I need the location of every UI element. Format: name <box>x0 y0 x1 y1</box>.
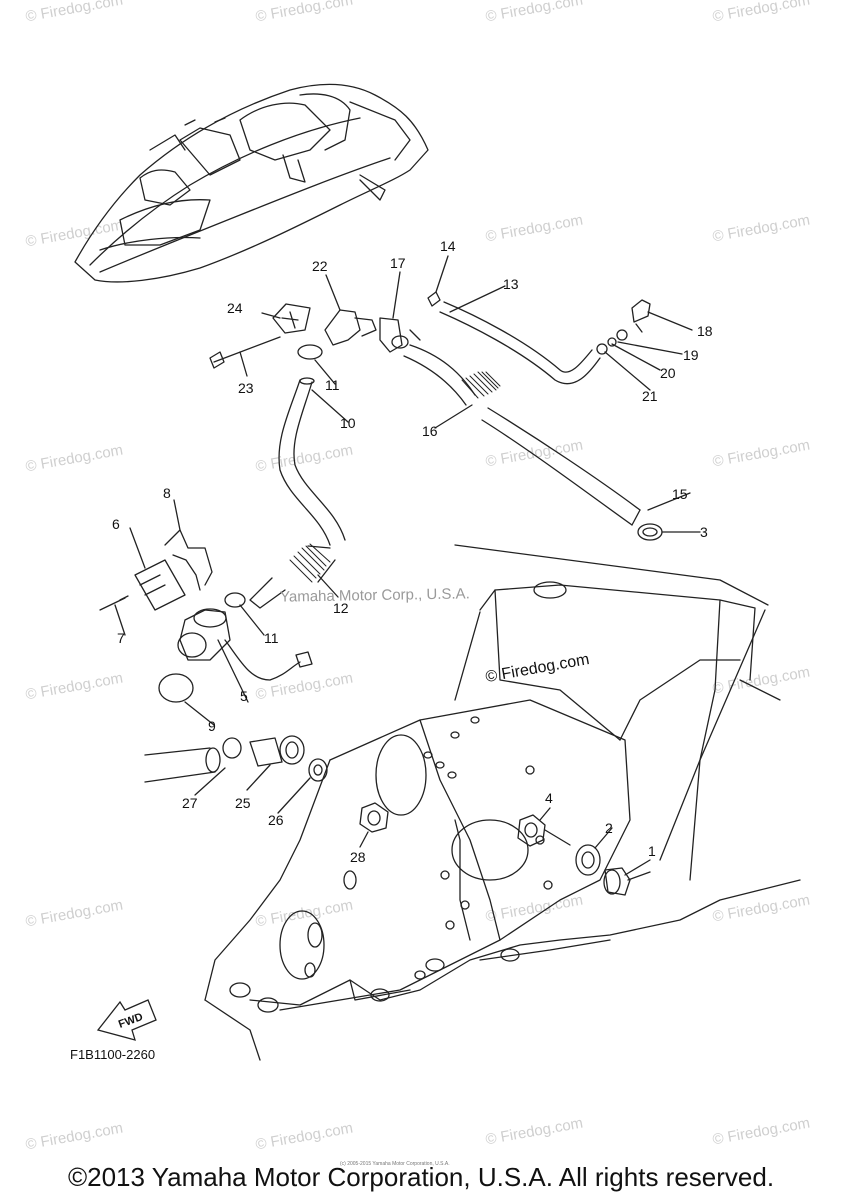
part-number-label: 11 <box>325 377 340 393</box>
part-number-label: 2 <box>605 820 613 836</box>
part-number-label: 21 <box>642 388 658 404</box>
part-number-label: 13 <box>503 276 519 292</box>
part-number-label: 25 <box>235 795 251 811</box>
part-number-label: 8 <box>163 485 171 501</box>
watercraft-illustration <box>74 83 429 283</box>
copyright-footer: ©2013 Yamaha Motor Corporation, U.S.A. A… <box>67 1162 775 1192</box>
part-number-label: 20 <box>660 365 676 381</box>
part-number-label: 7 <box>117 630 125 646</box>
part-number-label: 22 <box>312 258 328 274</box>
part-number-label: 16 <box>422 423 438 439</box>
part-number-label: 17 <box>390 255 406 271</box>
part-number-label: 24 <box>227 300 243 316</box>
yamaha-watermark: Yamaha Motor Corp., U.S.A. <box>279 585 470 606</box>
part-number-label: 27 <box>182 795 198 811</box>
diagram-code: F1B1100-2260 <box>70 1047 156 1062</box>
tiny-copyright: (c) 2005-2015 Yamaha Motor Corporation, … <box>340 1161 450 1167</box>
part-number-label: 14 <box>440 238 456 254</box>
part-number-label: 10 <box>340 415 356 431</box>
part-number-label: 23 <box>238 380 254 396</box>
part-number-label: 19 <box>683 347 699 363</box>
part-number-label: 28 <box>350 849 366 865</box>
part-number-label: 1 <box>648 843 656 859</box>
part-number-label: 9 <box>208 718 216 734</box>
part-number-label: 3 <box>700 524 708 540</box>
fwd-arrow-icon <box>96 999 157 1041</box>
part-number-label: 4 <box>545 790 553 806</box>
part-number-label: 5 <box>240 688 248 704</box>
part-number-label: 18 <box>697 323 713 339</box>
part-number-label: 6 <box>112 516 120 532</box>
part-number-label: 26 <box>268 812 284 828</box>
part-number-label: 11 <box>264 630 279 646</box>
part-number-label: 15 <box>672 486 688 502</box>
part-number-label: 12 <box>333 600 349 616</box>
